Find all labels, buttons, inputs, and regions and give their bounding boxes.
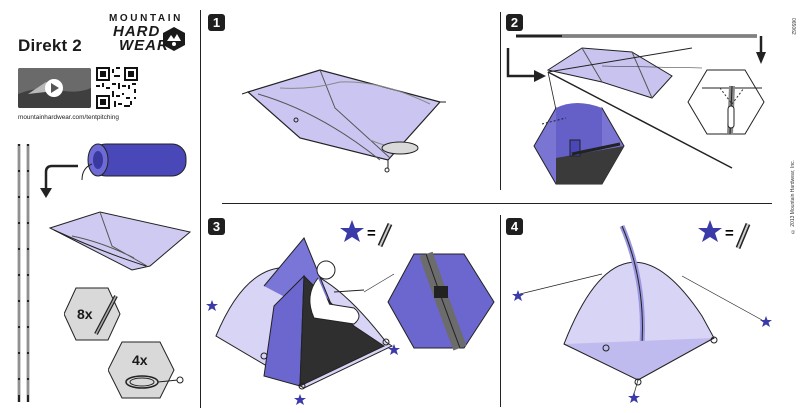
copyright-notice: © 2013 Mountain Hardwear, Inc. <box>790 160 796 235</box>
guyline-hexagon: 4x <box>108 341 184 399</box>
video-thumbnail[interactable] <box>18 68 91 108</box>
step-3-illustration: = <box>206 220 495 405</box>
stuff-sack-illustration <box>40 143 187 198</box>
star-marker-3-icon <box>628 392 640 403</box>
qr-code-icon[interactable] <box>96 67 138 109</box>
product-code: 065062 <box>790 18 796 35</box>
step-4-illustration: = <box>512 220 772 403</box>
step-3-number: 3 <box>208 218 225 235</box>
step-3-4-divider <box>500 215 502 407</box>
flat-tent-illustration <box>48 211 192 271</box>
star-icon <box>698 220 722 242</box>
star-marker-1-icon <box>512 290 524 301</box>
step-1-2-divider <box>500 12 502 190</box>
brand-logo-line2: HARD <box>113 23 161 40</box>
star-marker-2-icon <box>760 316 772 327</box>
brand-logo-line3: WEAR <box>119 37 169 54</box>
stakes-count-label: 8x <box>77 306 93 322</box>
stakes-hexagon: 8x <box>64 287 121 341</box>
tent-pitching-url[interactable]: mountainhardwear.com/tentpitching <box>18 114 119 121</box>
arrow-down-icon <box>756 52 766 64</box>
step-1-illustration <box>241 69 446 173</box>
star-marker-3-icon <box>294 394 306 405</box>
step-4-equals: = <box>725 225 734 242</box>
brand-logo: HARD WEAR <box>113 23 169 54</box>
row-divider <box>222 203 772 205</box>
brand-emblem-icon <box>163 27 185 51</box>
left-column-divider <box>200 10 202 408</box>
arrow-down-icon <box>44 164 78 190</box>
step-2-number: 2 <box>506 14 523 31</box>
step-2-illustration <box>506 34 766 185</box>
star-marker-2-icon <box>388 344 400 355</box>
step-4-number: 4 <box>506 218 523 235</box>
product-title: Direkt 2 <box>18 36 82 55</box>
star-marker-1-icon <box>206 300 218 311</box>
step-1-number: 1 <box>208 14 225 31</box>
arrow-right-icon <box>506 48 536 78</box>
brand-logo-line1: MOUNTAIN <box>109 13 183 24</box>
guyline-count-label: 4x <box>132 352 148 368</box>
tent-poles-illustration <box>17 144 30 402</box>
step-3-equals: = <box>367 225 376 242</box>
video-thumbnail-image <box>18 68 91 108</box>
star-icon <box>340 220 364 242</box>
